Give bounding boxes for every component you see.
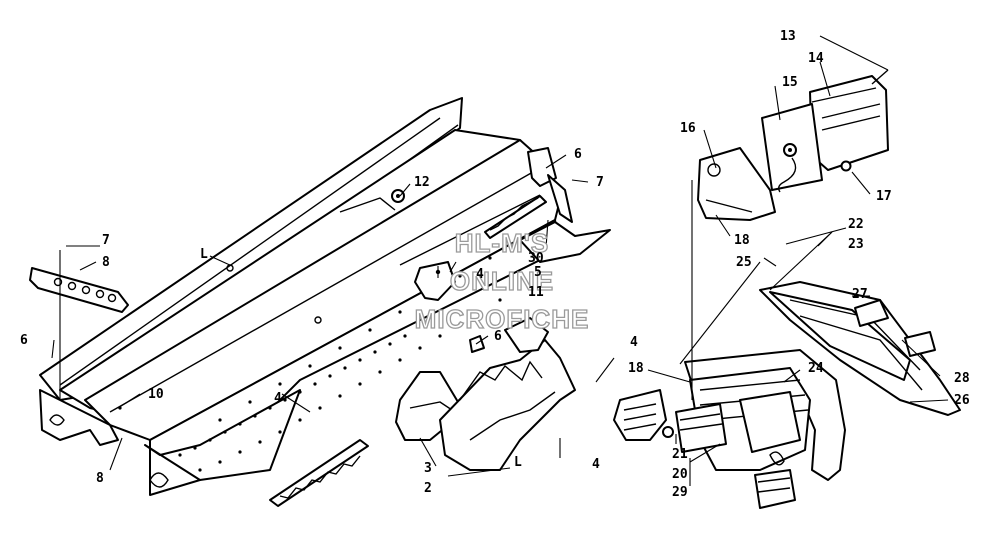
running-board-strip	[269, 439, 369, 507]
watermark-line-2: ONLINE	[450, 266, 554, 296]
callout-6b: 6	[574, 147, 582, 162]
callout-7b: 7	[596, 175, 604, 190]
callout-18b: 18	[628, 361, 644, 376]
callout-6c: 6	[494, 329, 502, 344]
rear-bracket-6-7	[519, 147, 611, 263]
callout-7a: 7	[102, 233, 110, 248]
callout-14: 14	[808, 51, 824, 66]
watermark-line-3: MICROFICHE	[415, 304, 590, 334]
snowflap-assembly	[759, 281, 961, 416]
callout-16: 16	[680, 121, 696, 136]
callout-25: 25	[736, 255, 752, 270]
callout-3: 3	[424, 461, 432, 476]
leader-lines	[51, 35, 949, 486]
callout-13: 13	[780, 29, 796, 44]
serrated-strip-30	[484, 195, 547, 239]
rear-bumper-assembly	[613, 349, 846, 509]
callout-15: 15	[782, 75, 798, 90]
shield-2	[439, 317, 576, 471]
callout-18a: 18	[734, 233, 750, 248]
callout-5: 5	[534, 265, 542, 280]
callout-8b: 8	[96, 471, 104, 486]
callout-4c: 4	[592, 457, 600, 472]
callout-10: 10	[148, 387, 164, 402]
watermark-line-1: HL-M'S	[455, 228, 550, 258]
panel-perforations	[118, 238, 522, 472]
ref-l-1: L	[200, 247, 208, 262]
callout-4a: 4	[274, 391, 282, 406]
callout-11: 11	[528, 285, 544, 300]
callout-12: 12	[414, 175, 430, 190]
callout-28: 28	[954, 371, 970, 386]
ref-l-2: L	[514, 455, 522, 470]
callout-6a: 6	[20, 333, 28, 348]
callout-22: 22	[848, 217, 864, 232]
tunnel-assembly	[39, 97, 561, 496]
callout-8a: 8	[102, 255, 110, 270]
callout-21: 21	[672, 447, 688, 462]
callout-30: 30	[528, 251, 544, 266]
watermark: HL-M'S ONLINE MICROFICHE	[414, 227, 590, 334]
callout-23: 23	[848, 237, 864, 252]
callout-29: 29	[672, 485, 688, 500]
taillight-assembly	[697, 69, 889, 221]
callout-26: 26	[954, 393, 970, 408]
callout-4b: 4	[476, 267, 484, 282]
callout-27: 27	[852, 287, 868, 302]
callout-labels: 7 8 6 10 8 4 L 12 6 7 30 4 5 11 6 3 2 L …	[20, 29, 970, 500]
callout-2: 2	[424, 481, 432, 496]
bracket-8	[29, 267, 129, 313]
callout-4d: 4	[630, 335, 638, 350]
callout-17: 17	[876, 189, 892, 204]
callout-20: 20	[672, 467, 688, 482]
callout-24: 24	[808, 361, 824, 376]
